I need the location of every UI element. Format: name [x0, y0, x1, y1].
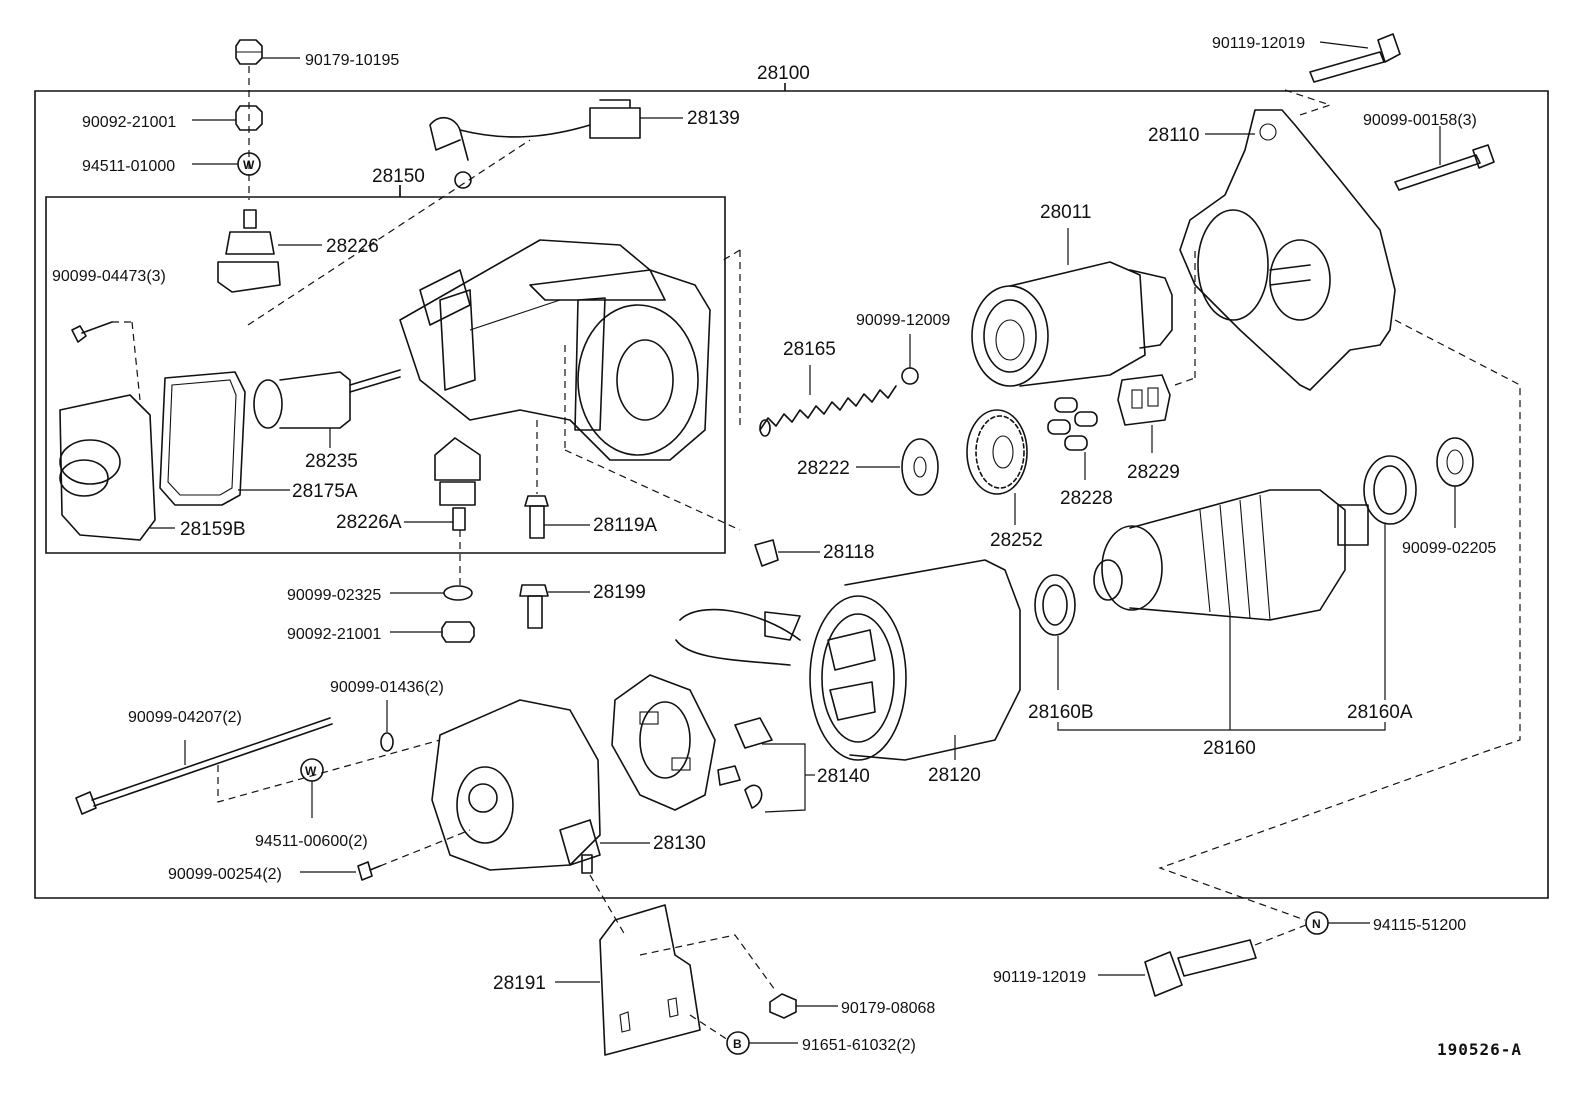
washer-90099-02325[interactable]: 90099-02325 [287, 585, 473, 604]
washer-94511-00600[interactable]: W 94511-00600(2) [255, 758, 368, 850]
label-90099-02205[interactable]: 90099-02205 [1402, 540, 1496, 557]
label-90092-21001-top[interactable]: 90092-21001 [82, 114, 176, 131]
label-94115-51200[interactable]: 94115-51200 [1373, 917, 1466, 934]
screw-90099-04473[interactable]: 90099-04473(3) [52, 268, 166, 343]
bearing-28160a[interactable]: 28160A [1347, 455, 1417, 723]
rollers-28228[interactable]: 28228 [1047, 397, 1113, 509]
armature-28160[interactable]: 28160 [1093, 489, 1369, 759]
bolt-91651-61032[interactable]: B 91651-61032(2) [726, 1031, 916, 1055]
washer-94511-01000[interactable]: W 94511-01000 [82, 152, 261, 176]
assembly-label-group: 28100 28150 [372, 63, 810, 197]
brushes-28140[interactable]: 28140 [717, 717, 870, 813]
magnetic-switch-housing [399, 239, 711, 461]
gasket-28175a[interactable]: 28175A [159, 371, 358, 506]
label-28160a[interactable]: 28160A [1347, 702, 1413, 723]
screw-90099-00254[interactable]: 90099-00254(2) [168, 861, 381, 883]
spring-28165[interactable]: 28165 [759, 339, 897, 437]
label-28228[interactable]: 28228 [1060, 488, 1113, 509]
housing-28110[interactable]: 28110 [1148, 109, 1396, 391]
sub-assembly-frame [45, 185, 726, 554]
bolt-90119-12019-bottom[interactable]: 90119-12019 [993, 939, 1257, 997]
label-28226a[interactable]: 28226A [336, 512, 402, 533]
cap-nut-90179-10195[interactable]: 90179-10195 [235, 39, 399, 69]
label-28199[interactable]: 28199 [593, 582, 646, 603]
label-28120[interactable]: 28120 [928, 765, 981, 786]
idler-gear-28252[interactable]: 28252 [966, 409, 1043, 551]
label-28229[interactable]: 28229 [1127, 462, 1180, 483]
sub-assembly-number[interactable]: 28150 [372, 166, 425, 187]
label-90119-12019-top[interactable]: 90119-12019 [1212, 35, 1305, 52]
plunger-28235[interactable]: 28235 [253, 369, 401, 472]
figure-code: 190526-A [1437, 1040, 1522, 1059]
clutch-28011[interactable]: 28011 [971, 202, 1173, 387]
label-90099-04473[interactable]: 90099-04473(3) [52, 268, 166, 285]
nut-90092-21001-top[interactable]: 90092-21001 [82, 105, 263, 131]
retainer-28229[interactable]: 28229 [1117, 374, 1180, 483]
label-90099-00254[interactable]: 90099-00254(2) [168, 866, 282, 883]
label-90179-08068[interactable]: 90179-08068 [841, 1000, 935, 1017]
terminal-28226[interactable]: 28226 [217, 209, 379, 293]
end-frame-28130[interactable]: 28130 [431, 699, 706, 874]
brush-holder-plate [611, 674, 716, 811]
label-28140[interactable]: 28140 [817, 766, 870, 787]
label-28011[interactable]: 28011 [1040, 202, 1091, 223]
label-90099-04207[interactable]: 90099-04207(2) [128, 709, 242, 726]
washer-28222[interactable]: 28222 [797, 438, 939, 496]
label-90119-12019-bottom[interactable]: 90119-12019 [993, 969, 1086, 986]
nut-94115-51200[interactable]: N 94115-51200 [1305, 911, 1466, 935]
bracket-28191[interactable]: 28191 [493, 904, 701, 1056]
lead-wire-28139[interactable]: 28139 [429, 99, 740, 189]
through-bolt-90099-04207[interactable]: 90099-04207(2) [75, 709, 333, 815]
label-28235[interactable]: 28235 [305, 451, 358, 472]
ball-90099-12009[interactable]: 90099-12009 [856, 312, 950, 385]
nut-90179-08068[interactable]: 90179-08068 [769, 993, 935, 1019]
label-28160[interactable]: 28160 [1203, 738, 1256, 759]
cover-28159b[interactable]: 28159B [59, 394, 246, 541]
label-91651-61032[interactable]: 91651-61032(2) [802, 1037, 916, 1054]
label-90099-02325[interactable]: 90099-02325 [287, 587, 381, 604]
label-90099-00158[interactable]: 90099-00158(3) [1363, 112, 1477, 129]
label-28110[interactable]: 28110 [1148, 125, 1199, 146]
yoke-28120[interactable]: 28120 [675, 559, 1021, 786]
bolt-marker: B [733, 1037, 742, 1051]
pad-28118[interactable]: 28118 [754, 539, 874, 567]
label-28160b[interactable]: 28160B [1028, 702, 1094, 723]
label-28118[interactable]: 28118 [823, 542, 874, 563]
nut-marker: N [1312, 917, 1321, 931]
terminal-28226a[interactable]: 28226A [336, 437, 481, 533]
bolt-90099-00158[interactable]: 90099-00158(3) [1363, 112, 1495, 191]
label-28165[interactable]: 28165 [783, 339, 836, 360]
bolt-28199[interactable]: 28199 [519, 582, 646, 629]
bearing-28160b[interactable]: 28160B [1028, 574, 1094, 723]
label-28191[interactable]: 28191 [493, 973, 546, 994]
label-94511-00600[interactable]: 94511-00600(2) [255, 833, 368, 850]
label-28130[interactable]: 28130 [653, 833, 706, 854]
label-90099-12009[interactable]: 90099-12009 [856, 312, 950, 329]
label-28119a[interactable]: 28119A [593, 515, 657, 536]
label-28159b[interactable]: 28159B [180, 519, 246, 540]
label-28222[interactable]: 28222 [797, 458, 850, 479]
label-28139[interactable]: 28139 [687, 108, 740, 129]
label-28252[interactable]: 28252 [990, 530, 1043, 551]
washer-90099-02205[interactable]: 90099-02205 [1402, 437, 1496, 557]
label-90092-21001-bottom[interactable]: 90092-21001 [287, 626, 381, 643]
assembly-frame [34, 83, 1549, 899]
bolt-28119a[interactable]: 28119A [524, 495, 657, 539]
label-28175a[interactable]: 28175A [292, 481, 358, 502]
assembly-number[interactable]: 28100 [757, 63, 810, 84]
bolt-90119-12019-top[interactable]: 90119-12019 [1212, 33, 1401, 83]
nut-90092-21001-bottom[interactable]: 90092-21001 [287, 621, 475, 643]
label-90179-10195[interactable]: 90179-10195 [305, 52, 399, 69]
label-94511-01000[interactable]: 94511-01000 [82, 158, 175, 175]
label-90099-01436[interactable]: 90099-01436(2) [330, 679, 444, 696]
washer-marker-lower: W [305, 764, 317, 778]
washer-90099-01436[interactable]: 90099-01436(2) [330, 679, 444, 752]
label-28226[interactable]: 28226 [326, 236, 379, 257]
